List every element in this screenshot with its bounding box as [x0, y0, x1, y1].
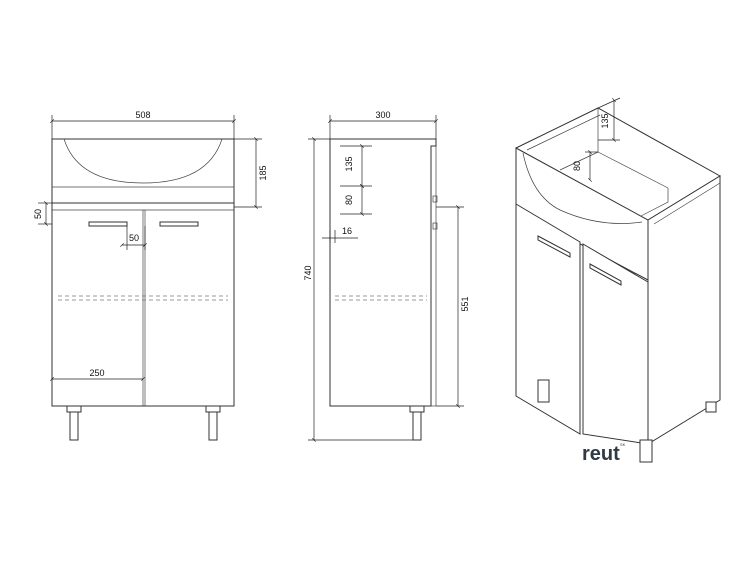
iso-handle-right: [589, 263, 622, 286]
dim-front-width: 508: [135, 110, 150, 120]
dim-front-handle-offset: 50: [33, 209, 43, 219]
dim-front-door-width: 250: [89, 368, 104, 378]
brand-logo: reut SK: [582, 442, 626, 465]
front-basin-outline: [51, 138, 235, 204]
dim-front-basin-height: 185: [258, 165, 268, 180]
iso-view: 135 80: [515, 97, 721, 463]
iso-basin-curve: [522, 152, 643, 224]
dim-side-panel-thickness: 16: [342, 226, 352, 236]
iso-handle-left: [537, 235, 571, 258]
front-handle-right: [159, 221, 199, 227]
front-handle-left: [88, 221, 128, 227]
dim-iso-basin-inset: 80: [572, 161, 582, 171]
iso-feet: [537, 379, 717, 463]
front-feet: [66, 405, 221, 441]
dim-side-cabinet-height: 551: [460, 296, 470, 311]
iso-door-left: [515, 203, 581, 435]
side-foot: [409, 405, 425, 441]
side-view: 300 135 80 16 740 551: [303, 110, 470, 442]
front-view: 508 185 50 50 250: [33, 110, 268, 441]
logo-mark: SK: [620, 442, 626, 447]
dim-side-total-height: 740: [303, 265, 313, 280]
dim-iso-top-offset: 135: [600, 113, 610, 128]
dim-side-depth: 300: [375, 110, 390, 120]
side-body-outline: [329, 138, 437, 407]
dim-front-handle-spacing: 50: [129, 233, 139, 243]
dim-side-basin-inset: 80: [344, 195, 354, 205]
logo-text: reut: [582, 443, 620, 465]
dim-side-top-offset: 135: [344, 156, 354, 171]
front-basin-curve: [63, 138, 223, 184]
